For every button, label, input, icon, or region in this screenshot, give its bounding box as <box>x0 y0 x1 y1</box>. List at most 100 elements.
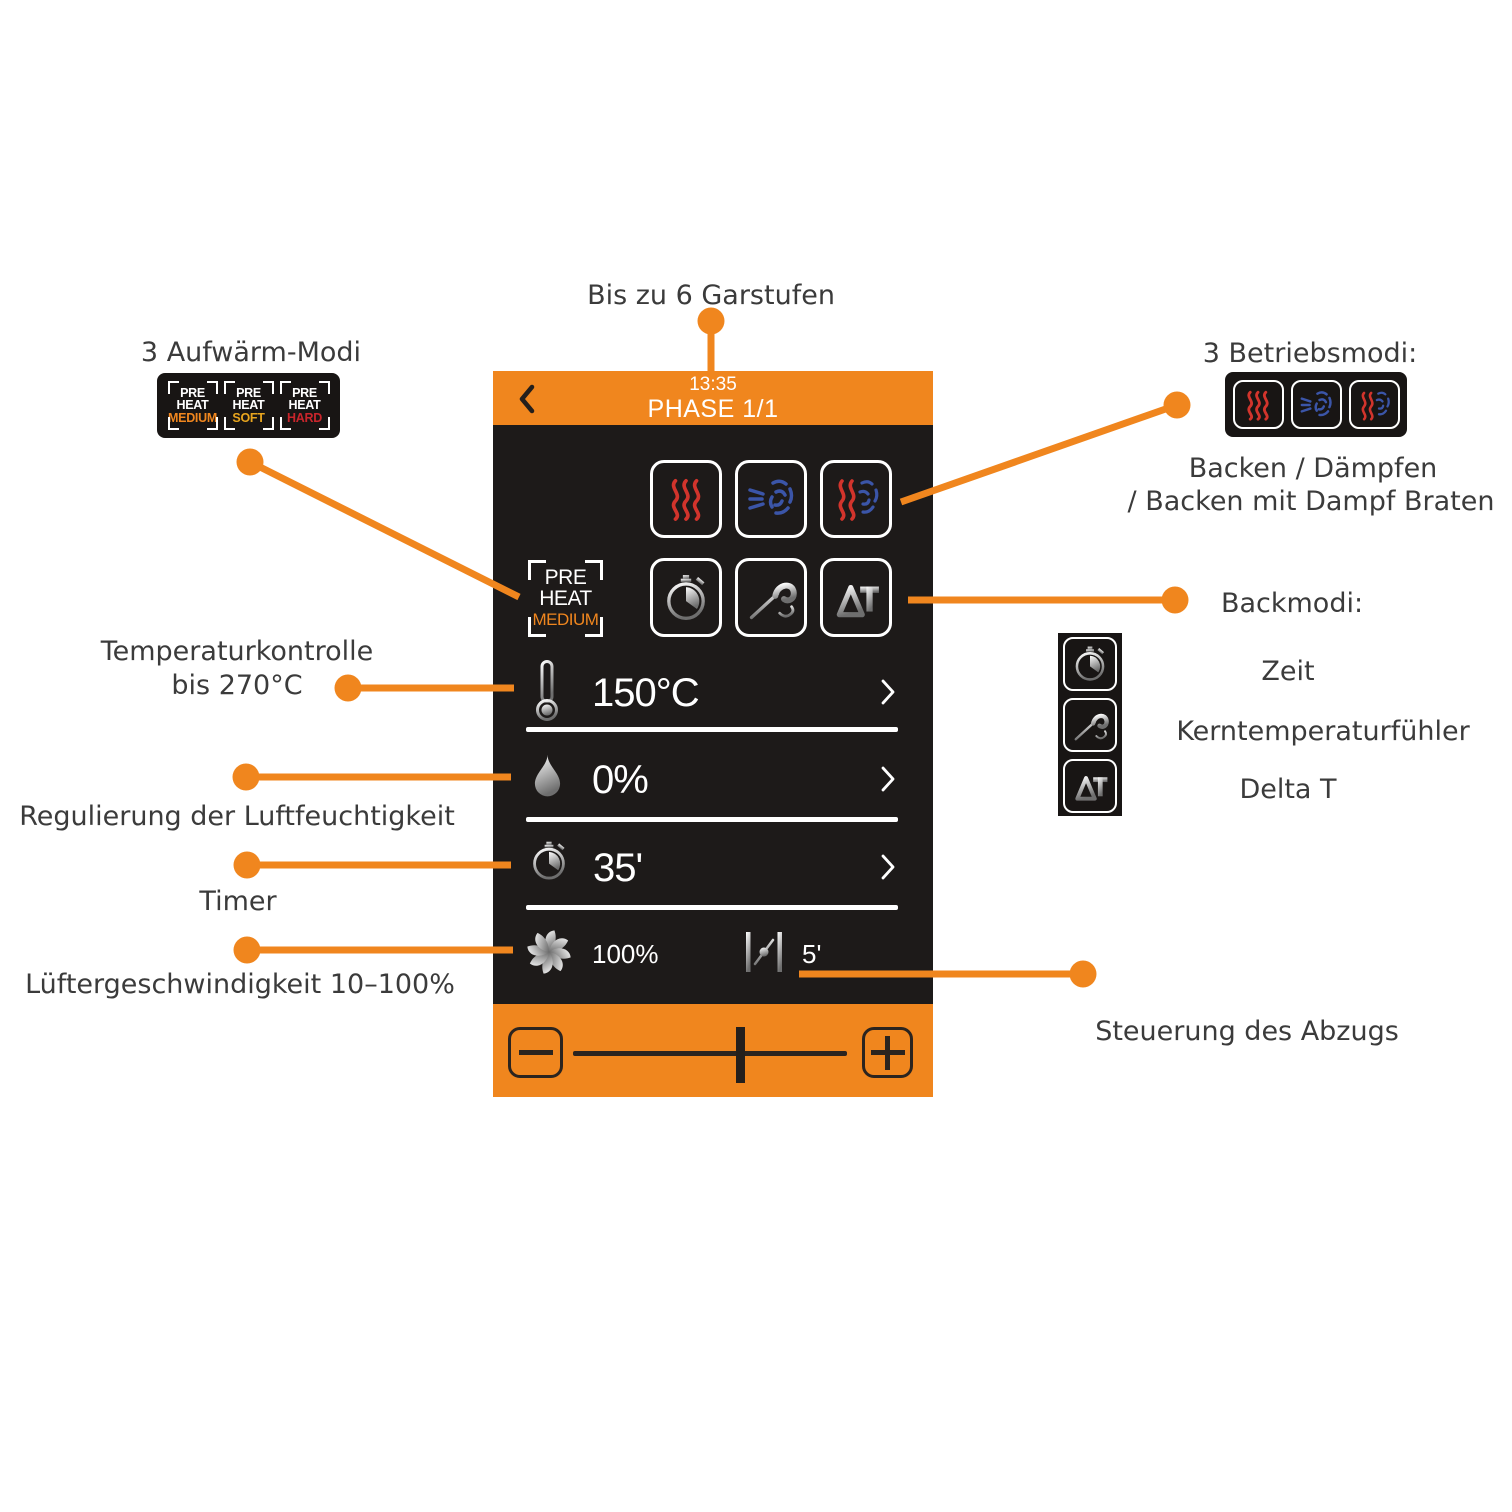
bracket-corner <box>262 417 274 430</box>
preheat-line1: PRE <box>180 385 205 400</box>
bracket-corner <box>318 417 330 430</box>
humidity-value: 0% <box>592 758 649 802</box>
row-divider <box>526 905 898 910</box>
fan-icon[interactable] <box>523 926 575 978</box>
stopwatch-icon <box>667 574 705 620</box>
humidity-row[interactable] <box>521 743 905 817</box>
preheat-line2: HEAT <box>232 398 265 413</box>
preheat-mode-label: MEDIUM <box>532 610 599 629</box>
heat-mode-button[interactable] <box>650 460 722 538</box>
annotation-temperatur-line2: bis 270°C <box>171 670 303 701</box>
annotation-zeit: Zeit <box>1261 656 1315 687</box>
bracket-corner <box>167 381 179 394</box>
annotation-betriebsmodi-title: 3 Betriebsmodi: <box>1202 338 1418 369</box>
connector-dot <box>233 936 261 964</box>
connector-line <box>248 458 521 601</box>
preheat-line1: PRE <box>236 385 261 400</box>
delta-t-mode-thumb <box>1063 758 1117 813</box>
operating-modes-image <box>1225 372 1407 437</box>
annotation-betriebsmodi-caption1: Backen / Dämpfen <box>1188 453 1438 484</box>
preheat-line2: HEAT <box>539 587 592 610</box>
connector-dot <box>236 448 264 476</box>
temperature-value: 150°C <box>592 671 700 715</box>
preheat-line2: HEAT <box>288 398 321 413</box>
bracket-corner <box>585 560 603 580</box>
slider-track[interactable] <box>573 1051 847 1056</box>
chevron-right-icon <box>881 766 895 792</box>
time-mode-button[interactable] <box>650 558 722 637</box>
display-header: 13:35 PHASE 1/1 <box>493 371 933 425</box>
stopwatch-icon <box>1075 646 1105 681</box>
bracket-corner <box>223 381 235 394</box>
annotation-temperatur-line1: Temperaturkontrolle <box>100 636 374 667</box>
preheat-modes-image: PRE HEAT MEDIUM PRE HEAT SOFT PRE HEAT H… <box>157 373 340 438</box>
chevron-right-icon <box>881 854 895 880</box>
bracket-corner <box>206 417 218 430</box>
back-chevron-icon[interactable] <box>519 384 535 414</box>
delta-t-icon <box>836 584 879 617</box>
preheat-mode-label: MEDIUM <box>168 410 217 425</box>
minus-button[interactable] <box>508 1027 563 1078</box>
bracket-corner <box>279 381 291 394</box>
bracket-corner <box>223 417 235 430</box>
preheat-cell-medium: PRE HEAT MEDIUM <box>167 381 218 430</box>
annotation-betriebsmodi-caption2: / Backen mit Dampf Braten <box>1127 486 1495 517</box>
steam-mode-thumb <box>1290 380 1342 429</box>
minus-icon <box>518 1050 553 1055</box>
steam-fan-icon <box>748 479 794 515</box>
fan-speed-value: 100% <box>592 939 659 969</box>
bracket-corner <box>585 617 603 637</box>
core-probe-icon <box>749 582 797 619</box>
bracket-corner <box>279 417 291 430</box>
thermometer-icon <box>536 660 558 721</box>
preheat-mode-label: HARD <box>287 410 322 425</box>
bracket-corner <box>206 381 218 394</box>
preheat-line1: PRE <box>292 385 317 400</box>
delta-t-mode-button[interactable] <box>820 558 892 637</box>
clock-time: 13:35 <box>689 374 737 395</box>
time-mode-thumb <box>1063 636 1117 691</box>
row-divider <box>526 727 898 732</box>
combi-mode-button[interactable] <box>820 460 892 538</box>
preheat-line1: PRE <box>544 566 587 589</box>
annotation-luftfeuchtigkeit: Regulierung der Luftfeuchtigkeit <box>19 801 455 832</box>
annotation-aufwaerm-title: 3 Aufwärm-Modi <box>140 337 362 368</box>
annotation-luefter: Lüftergeschwindigkeit 10–100% <box>25 969 455 1000</box>
slider-handle[interactable] <box>736 1027 745 1083</box>
probe-mode-button[interactable] <box>735 558 807 637</box>
steam-fan-icon <box>1300 390 1332 416</box>
timer-row[interactable] <box>521 831 905 905</box>
connector-dot <box>1069 960 1097 988</box>
heat-mode-thumb <box>1232 380 1284 429</box>
annotation-backmodi-title: Backmodi: <box>1220 588 1364 619</box>
chevron-right-icon <box>881 679 895 705</box>
bracket-corner <box>318 381 330 394</box>
preheat-cell-soft: PRE HEAT SOFT <box>223 381 274 430</box>
bracket-corner <box>528 617 546 637</box>
annotation-delta-t: Delta T <box>1239 774 1337 805</box>
vent-damper-icon[interactable] <box>742 930 786 974</box>
bracket-corner <box>262 381 274 394</box>
oven-display: 13:35 PHASE 1/1 <box>493 371 933 1097</box>
annotation-timer: Timer <box>199 886 277 917</box>
display-footer <box>493 1004 933 1097</box>
bracket-corner <box>167 417 179 430</box>
preheat-cell-hard: PRE HEAT HARD <box>279 381 330 430</box>
annotation-abzug: Steuerung des Abzugs <box>1095 1016 1399 1047</box>
baking-modes-image <box>1058 633 1122 816</box>
heat-steam-icon <box>1361 391 1390 420</box>
connector-dot <box>232 763 260 791</box>
plus-button[interactable] <box>862 1027 913 1078</box>
timer-value: 35' <box>593 846 643 890</box>
heat-waves-icon <box>1247 390 1269 421</box>
vent-time-value: 5' <box>802 939 822 969</box>
heat-steam-icon <box>838 479 879 521</box>
preheat-line2: HEAT <box>176 398 209 413</box>
connector-dot <box>1161 586 1189 614</box>
row-divider <box>526 817 898 822</box>
heat-waves-icon <box>671 478 701 521</box>
annotation-temperatur: Temperaturkontrolle bis 270°C <box>101 635 374 703</box>
temperature-row[interactable] <box>521 654 905 728</box>
steam-mode-button[interactable] <box>735 460 807 538</box>
